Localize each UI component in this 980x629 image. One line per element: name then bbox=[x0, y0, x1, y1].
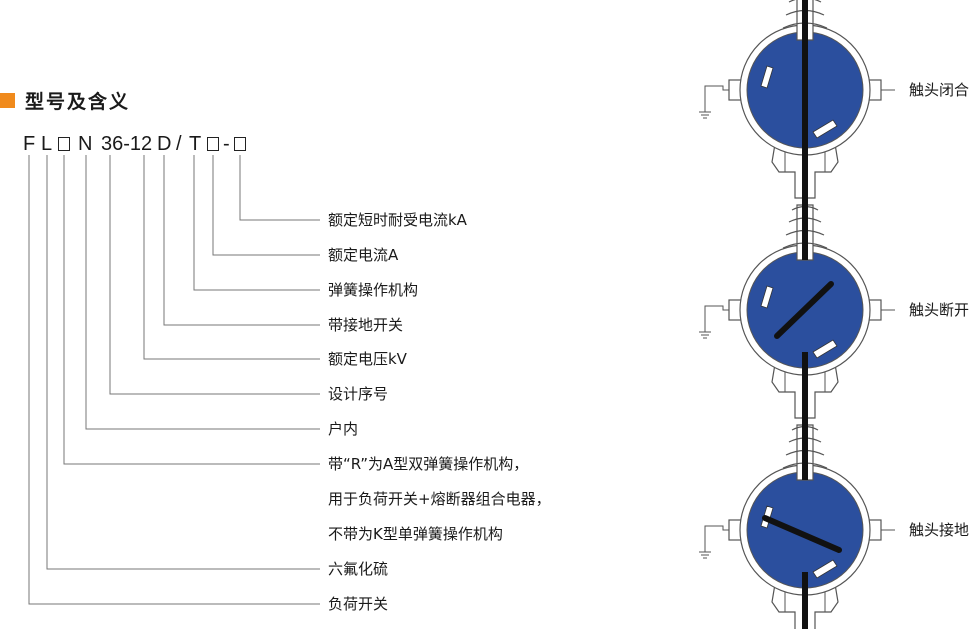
desc-rated-current: 额定电流A bbox=[328, 246, 399, 264]
leader-line-design bbox=[109, 155, 320, 395]
leader-line-rated-current bbox=[212, 155, 320, 256]
leader-line-mechanism bbox=[63, 155, 320, 465]
switch-closed-icon bbox=[698, 0, 896, 205]
leader-line-sf6 bbox=[46, 155, 320, 570]
switch-earthed-icon bbox=[698, 421, 896, 629]
desc-mechanism-usage: 用于负荷开关+熔断器组合电器， bbox=[328, 490, 551, 508]
placeholder-box bbox=[207, 137, 219, 151]
leader-line-load-switch bbox=[28, 155, 320, 605]
desc-sf6: 六氟化硫 bbox=[328, 560, 389, 578]
section-title-text: 型号及含义 bbox=[25, 90, 131, 113]
model-slash: / bbox=[176, 133, 182, 155]
leader-lines bbox=[28, 155, 320, 605]
desc-mechanism-r: 带“R”为A型双弹簧操作机构， bbox=[328, 455, 529, 473]
leader-line-voltage bbox=[143, 155, 320, 360]
desc-rated-voltage: 额定电压kV bbox=[328, 350, 407, 368]
leader-line-short-time-current bbox=[239, 155, 320, 221]
desc-short-time-current: 额定短时耐受电流kA bbox=[328, 211, 467, 229]
switch-open-icon bbox=[698, 201, 896, 425]
desc-load-switch: 负荷开关 bbox=[328, 595, 389, 613]
leader-line-indoor bbox=[85, 155, 320, 430]
model-char-l: L bbox=[41, 133, 53, 155]
desc-indoor: 户内 bbox=[328, 420, 359, 438]
model-char-t: T bbox=[189, 133, 202, 155]
desc-earthing-switch: 带接地开关 bbox=[328, 316, 404, 334]
label-open: 触头断开 bbox=[909, 301, 970, 319]
model-char-n: N bbox=[78, 133, 93, 155]
model-dash: - bbox=[223, 133, 230, 155]
model-char-f: F bbox=[23, 133, 36, 155]
model-rating: 36-12 bbox=[101, 133, 153, 155]
desc-spring-mechanism: 弹簧操作机构 bbox=[328, 281, 419, 299]
desc-mechanism-k: 不带为K型单弹簧操作机构 bbox=[328, 525, 503, 543]
model-char-d: D bbox=[157, 133, 172, 155]
section-title: 型号及含义 bbox=[0, 86, 130, 114]
desc-design-number: 设计序号 bbox=[328, 385, 389, 403]
label-closed: 触头闭合 bbox=[909, 81, 970, 99]
leader-line-spring bbox=[193, 155, 320, 291]
label-earthed: 触头接地 bbox=[909, 521, 970, 539]
leader-line-earthing bbox=[163, 155, 320, 326]
placeholder-box bbox=[58, 137, 70, 151]
placeholder-box bbox=[234, 137, 246, 151]
orange-square-icon bbox=[0, 92, 15, 108]
